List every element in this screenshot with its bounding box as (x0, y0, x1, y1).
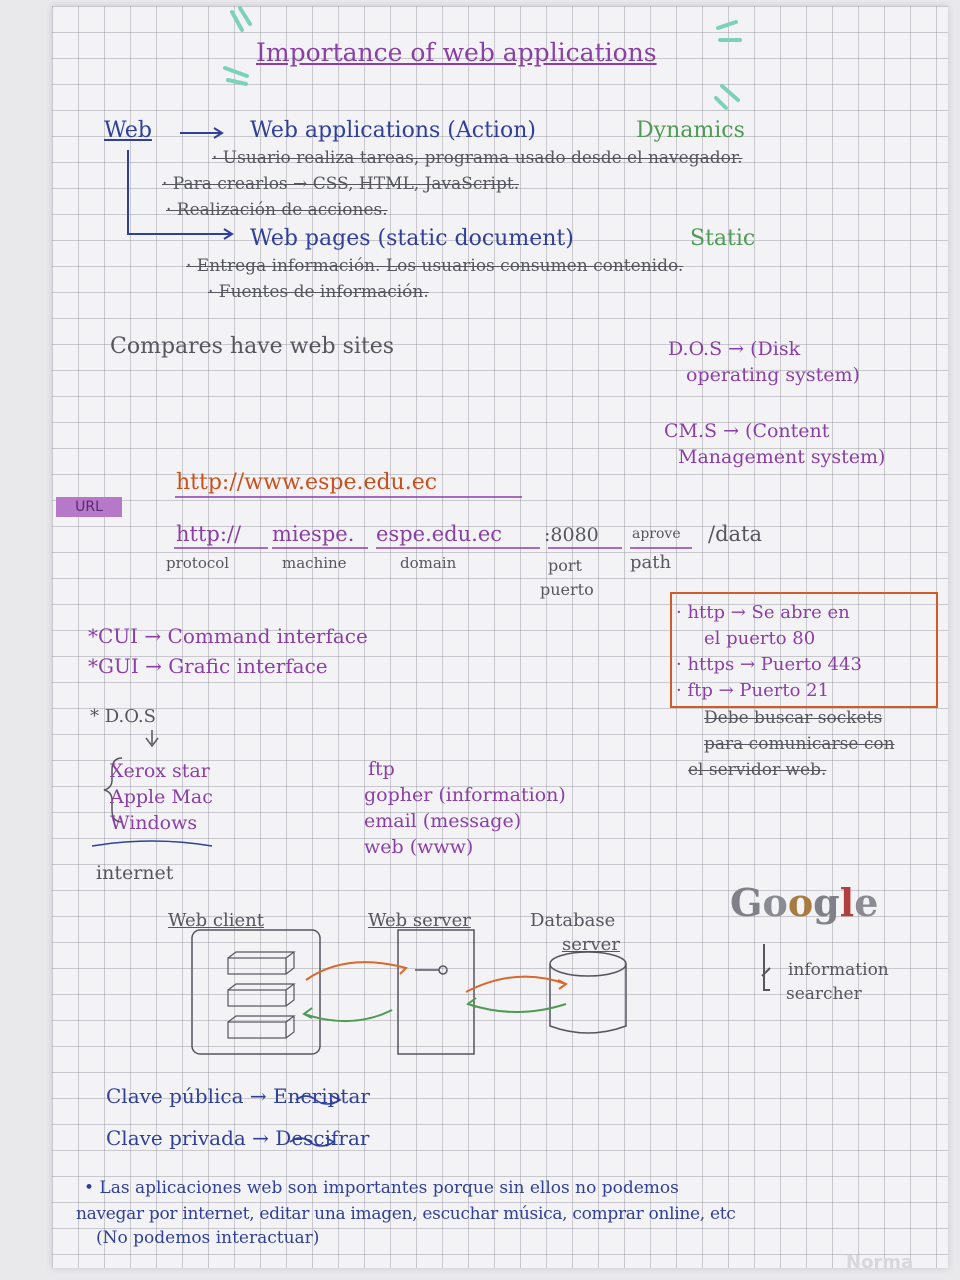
web-server-label: Web server (368, 910, 471, 931)
url-protocol: http:// (176, 522, 242, 546)
web-client-label: Web client (168, 910, 265, 931)
title-decoration (223, 6, 742, 110)
apps-bullet-2: · Para crearlos → CSS, HTML, JavaScript. (162, 174, 520, 194)
web-server-box (397, 929, 475, 1055)
url-domain: espe.edu.ec (376, 522, 503, 546)
ports-note-3: el servidor web. (688, 760, 827, 780)
static-tag: Static (690, 226, 756, 251)
port-label: port (548, 556, 582, 575)
public-key-line: Clave pública → Encriptar (106, 1084, 370, 1108)
conclusion-line-3: (No podemos interactuar) (96, 1228, 320, 1248)
protocol-email: email (message) (364, 810, 522, 832)
web-applications-heading: Web applications (Action) (250, 118, 536, 143)
ports-line-2: el puerto 80 (704, 628, 816, 649)
protocol-web: web (www) (364, 836, 474, 858)
machine-label: machine (282, 554, 347, 572)
url-machine: miespe. (272, 522, 355, 546)
web-client-box (191, 929, 321, 1055)
url-example: http://www.espe.edu.ec (176, 470, 438, 495)
google-logo: Google (730, 880, 879, 925)
apps-bullet-3: · Realización de acciones. (166, 200, 388, 220)
ports-note-1: Debe buscar sockets (704, 708, 883, 728)
web-branch-lines (127, 127, 234, 240)
key-arrows (289, 1095, 342, 1147)
dos-arrow (145, 730, 159, 748)
ports-line-1: · http → Se abre en (676, 602, 850, 623)
apps-bullet-1: · Usuario realiza tareas, programa usado… (212, 148, 743, 168)
protocol-gopher: gopher (information) (364, 784, 566, 806)
dos-system-xerox: Xerox star (110, 760, 210, 782)
ports-line-4: · ftp → Puerto 21 (676, 680, 830, 701)
web-diagram (191, 929, 627, 1055)
protocol-ftp: ftp (368, 758, 395, 780)
dos-heading: * D.O.S (90, 706, 156, 727)
dos-system-windows: Windows (110, 812, 198, 834)
page-title: Importance of web applications (256, 38, 657, 67)
domain-label: domain (400, 554, 457, 572)
pages-bullet-1: · Entrega información. Los usuarios cons… (186, 256, 684, 276)
url-path: /data (708, 522, 762, 546)
google-caption-2: searcher (786, 984, 862, 1004)
web-root-label: Web (104, 118, 152, 143)
database-label-2: server (562, 934, 620, 955)
path-label: path (630, 552, 672, 573)
database-cylinder-icon (549, 951, 627, 1034)
conclusion-line-1: • Las aplicaciones web son importantes p… (84, 1178, 679, 1198)
web-pages-heading: Web pages (static document) (250, 226, 574, 251)
dynamics-tag: Dynamics (636, 118, 745, 143)
cms-definition-1: CM.S → (Content (664, 420, 830, 442)
dos-definition-2: operating system) (686, 364, 860, 386)
dos-system-apple: Apple Mac (110, 786, 213, 808)
google-caption-1: information (788, 960, 889, 980)
pages-bullet-2: · Fuentes de información. (208, 282, 429, 302)
url-tag: URL (56, 497, 122, 517)
gui-line: *GUI → Grafic interface (88, 654, 328, 678)
result-arrow (465, 997, 567, 1013)
query-arrow (465, 975, 568, 993)
port-label-es: puerto (540, 580, 594, 599)
cms-definition-2: Management system) (678, 446, 886, 468)
ports-line-3: · https → Puerto 443 (676, 654, 862, 675)
paper-watermark: Norma (846, 1252, 914, 1273)
url-approve: aprove (632, 526, 681, 542)
url-underlines (174, 496, 692, 549)
url-port: :8080 (544, 524, 599, 546)
dos-definition-1: D.O.S → (Disk (668, 338, 801, 360)
conclusion-line-2: navegar por internet, editar una imagen,… (76, 1204, 736, 1224)
companies-line: Compares have web sites (110, 334, 395, 359)
ports-note-2: para comunicarse con (704, 734, 895, 754)
notebook-page (52, 6, 948, 1268)
ports-box (670, 592, 938, 708)
cui-line: *CUI → Command interface (88, 624, 368, 648)
dos-brace (103, 757, 123, 823)
database-label-1: Database (530, 910, 616, 931)
private-key-line: Clave privada → Descifrar (106, 1126, 370, 1150)
server-rack-icon (227, 951, 296, 1039)
internet-brace (91, 840, 213, 847)
response-arrow (302, 1007, 393, 1023)
google-arrow (761, 944, 771, 991)
internet-label: internet (96, 862, 174, 884)
request-arrow (305, 961, 408, 981)
protocol-label: protocol (166, 554, 230, 572)
